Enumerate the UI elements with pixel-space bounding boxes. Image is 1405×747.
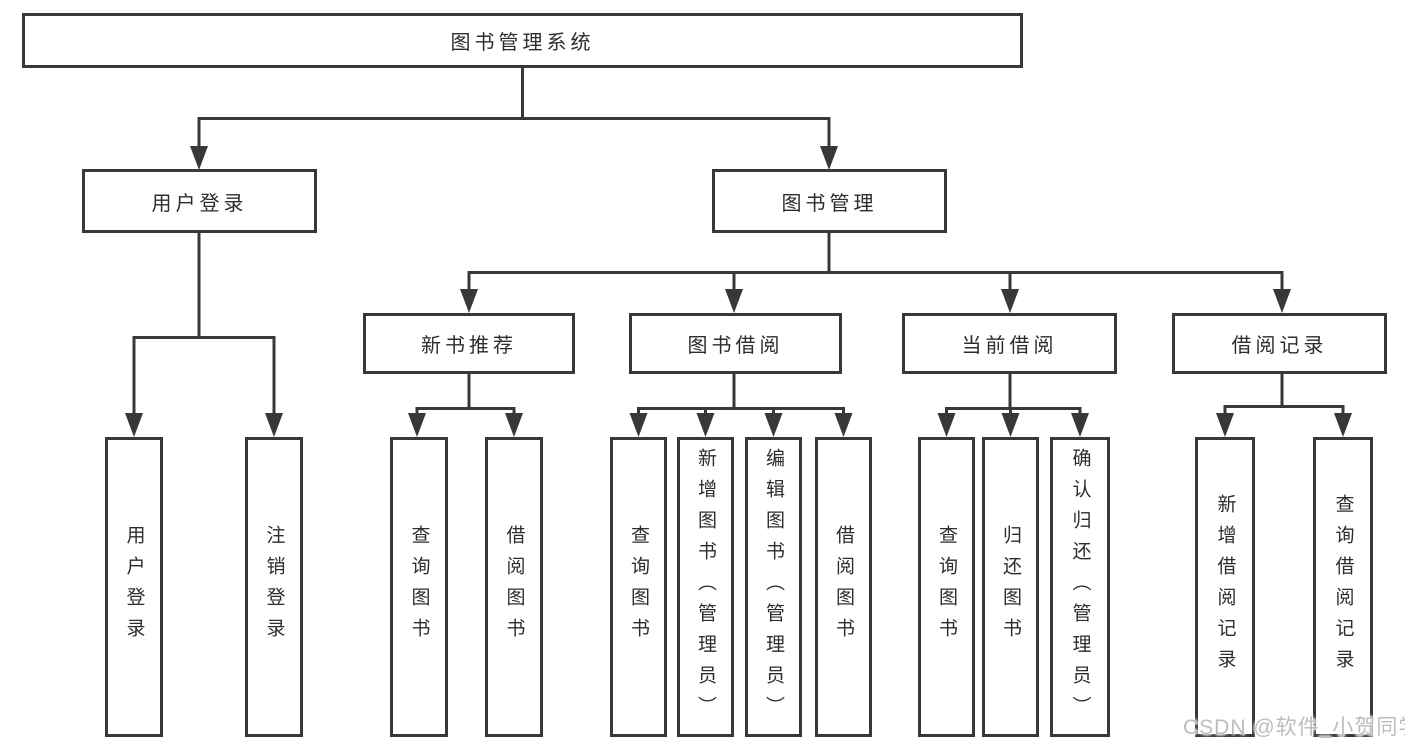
- node-book-management-label: 图书管理: [781, 192, 878, 215]
- node-book-borrow: 图书借阅: [629, 313, 842, 374]
- leaf-logout: 注销登录: [245, 437, 303, 737]
- node-borrow-records: 借阅记录: [1172, 313, 1387, 374]
- leaf-borrow-books-2: 借阅图书: [815, 437, 872, 737]
- leaf-edit-books-admin-label: 编辑图书（管理员）: [763, 447, 784, 727]
- leaf-return-books-label: 归还图书: [1000, 525, 1021, 649]
- leaf-borrow-books-2-label: 借阅图书: [833, 525, 854, 649]
- node-new-book-recommend-label: 新书推荐: [421, 335, 517, 357]
- leaf-query-books-2: 查询图书: [610, 437, 667, 737]
- leaf-add-books-admin-label: 新增图书（管理员）: [695, 447, 716, 727]
- leaf-user-login: 用户登录: [105, 437, 163, 737]
- leaf-add-borrow-record: 新增借阅记录: [1195, 437, 1255, 737]
- leaf-return-books: 归还图书: [982, 437, 1039, 737]
- leaf-query-books-1: 查询图书: [390, 437, 448, 737]
- node-borrow-records-label: 借阅记录: [1231, 335, 1328, 357]
- leaf-user-login-label: 用户登录: [123, 525, 145, 649]
- node-current-borrow-label: 当前借阅: [961, 335, 1058, 357]
- node-root: 图书管理系统: [22, 13, 1023, 68]
- leaf-edit-books-admin: 编辑图书（管理员）: [745, 437, 802, 737]
- leaf-query-borrow-record: 查询借阅记录: [1313, 437, 1373, 737]
- leaf-add-books-admin: 新增图书（管理员）: [677, 437, 734, 737]
- leaf-confirm-return-admin: 确认归还（管理员）: [1050, 437, 1110, 737]
- leaf-borrow-books-1: 借阅图书: [485, 437, 543, 737]
- leaf-confirm-return-admin-label: 确认归还（管理员）: [1069, 447, 1091, 727]
- node-user-login: 用户登录: [82, 169, 317, 233]
- leaf-query-borrow-record-label: 查询借阅记录: [1332, 494, 1354, 680]
- node-root-label: 图书管理系统: [450, 32, 595, 54]
- leaf-query-books-3: 查询图书: [918, 437, 975, 737]
- leaf-query-books-3-label: 查询图书: [936, 525, 957, 649]
- leaf-borrow-books-1-label: 借阅图书: [503, 525, 525, 649]
- node-new-book-recommend: 新书推荐: [363, 313, 575, 374]
- node-user-login-label: 用户登录: [151, 192, 248, 215]
- node-book-borrow-label: 图书借阅: [687, 335, 784, 357]
- leaf-query-books-2-label: 查询图书: [628, 525, 649, 649]
- leaf-query-books-1-label: 查询图书: [408, 525, 430, 649]
- node-book-management: 图书管理: [712, 169, 947, 233]
- leaf-logout-label: 注销登录: [263, 525, 285, 649]
- node-current-borrow: 当前借阅: [902, 313, 1117, 374]
- leaf-add-borrow-record-label: 新增借阅记录: [1214, 494, 1236, 680]
- csdn-watermark: CSDN @软件_小贺同学: [1183, 716, 1405, 739]
